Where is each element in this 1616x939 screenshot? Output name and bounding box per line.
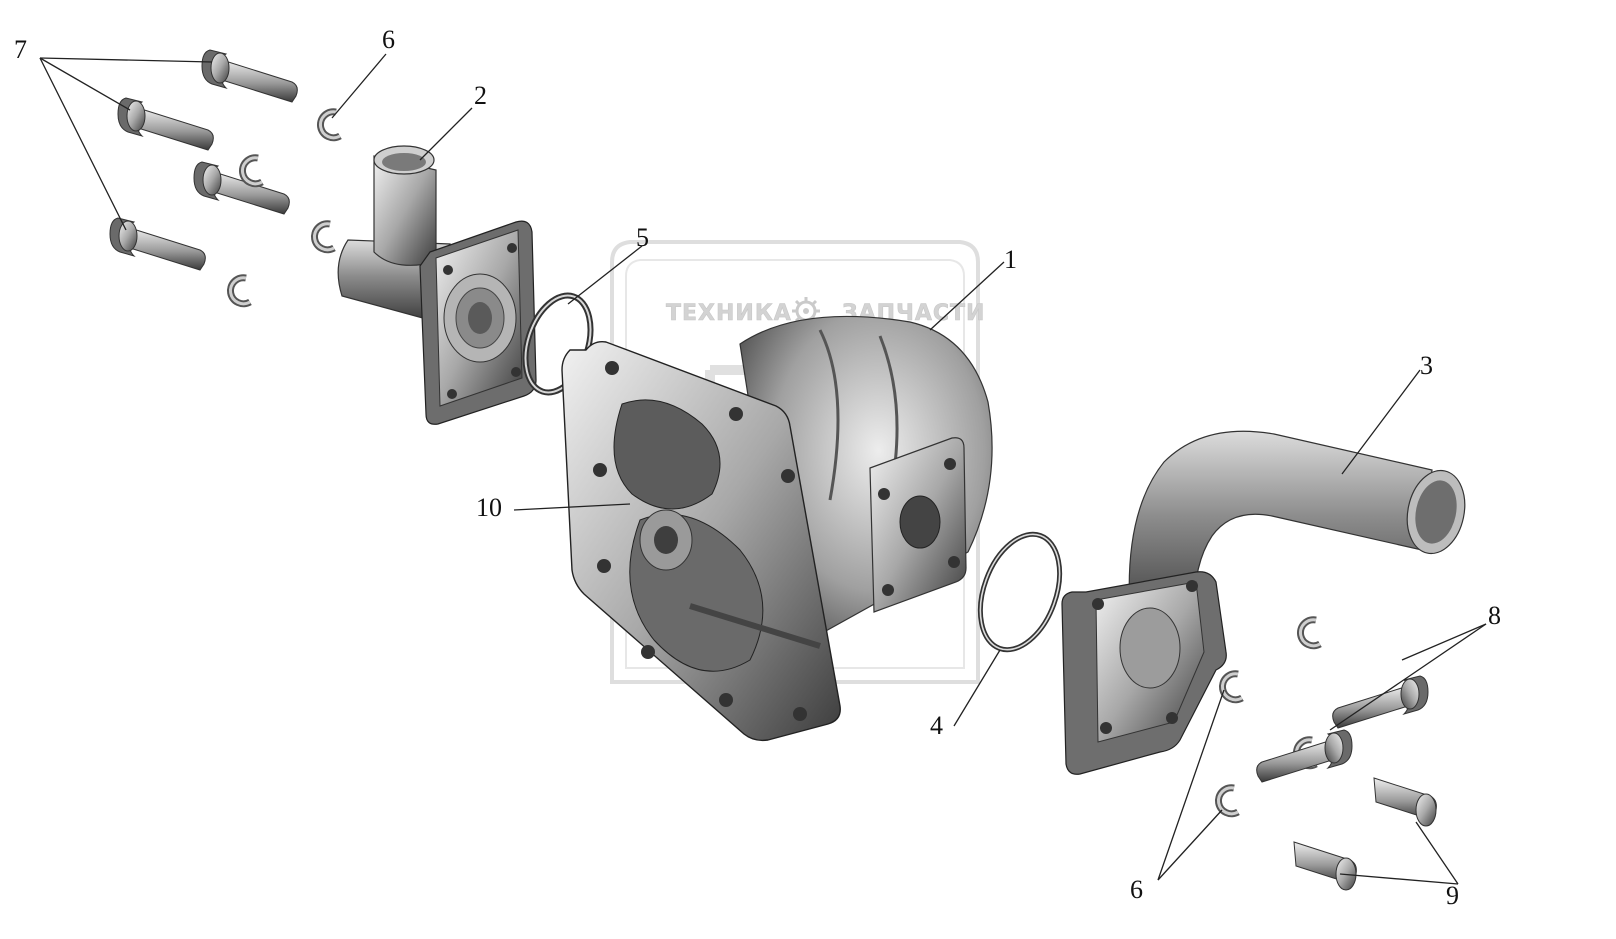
part-7-bolts [109, 49, 298, 271]
callout-3: 3 [1420, 351, 1433, 380]
callout-1: 1 [1004, 245, 1017, 274]
part-6-washers-right [1218, 620, 1320, 814]
callout-4: 4 [930, 711, 943, 740]
callout-5: 5 [636, 223, 649, 252]
callout-numbers: 1 2 3 4 5 6 6 7 8 9 10 [14, 25, 1501, 910]
part-8-bolts [1256, 675, 1429, 783]
part-9-studs [1293, 777, 1437, 891]
callout-6-bottom: 6 [1130, 875, 1143, 904]
watermark-left-word: ТЕХНИКА [666, 301, 792, 326]
callout-9: 9 [1446, 881, 1459, 910]
callout-6-top: 6 [382, 25, 395, 54]
callout-2: 2 [474, 81, 487, 110]
part-4-o-ring [977, 531, 1063, 653]
leader-lines [39, 53, 1487, 885]
callout-10: 10 [476, 493, 502, 522]
callout-7: 7 [14, 35, 27, 64]
part-2-inlet-fitting [337, 145, 537, 425]
part-1-pump-body [561, 315, 993, 742]
part-3-outlet-pipe [1061, 430, 1466, 775]
callout-8: 8 [1488, 601, 1501, 630]
